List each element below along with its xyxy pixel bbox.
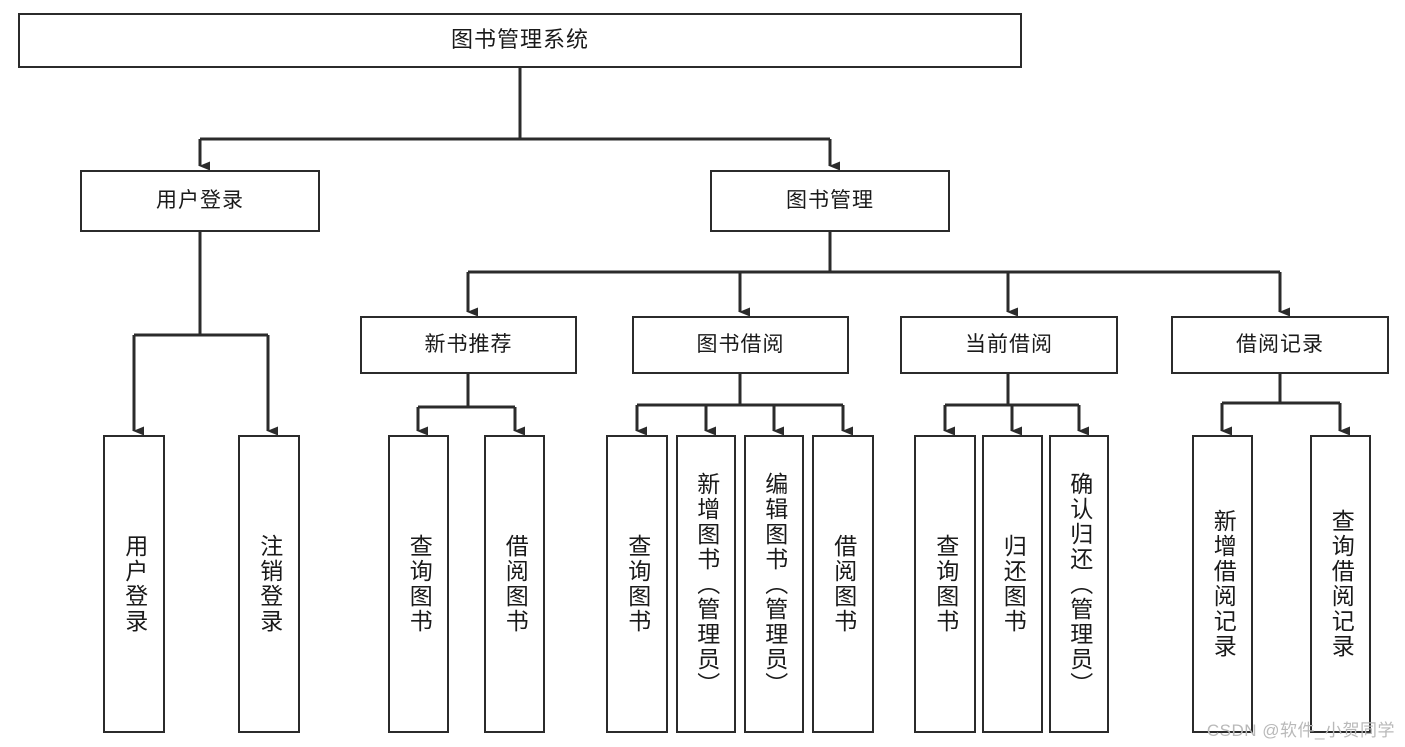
leaf-newbook-query-book[interactable]: 查询图书 xyxy=(388,435,449,733)
node-book-management[interactable]: 图书管理 xyxy=(710,170,950,232)
node-label: 当前借阅 xyxy=(965,333,1053,357)
leaf-borrow-query-book[interactable]: 查询图书 xyxy=(606,435,668,733)
node-book-borrow[interactable]: 图书借阅 xyxy=(632,316,849,374)
node-label: 用户登录 xyxy=(156,189,244,213)
leaf-newbook-borrow-book[interactable]: 借阅图书 xyxy=(484,435,545,733)
node-label: 查询图书 xyxy=(624,534,651,634)
node-label: 确认归还（管理员） xyxy=(1066,471,1093,697)
node-root-book-management-system[interactable]: 图书管理系统 xyxy=(18,13,1022,68)
node-label: 图书管理系统 xyxy=(450,27,589,53)
leaf-user-login[interactable]: 用户登录 xyxy=(103,435,165,733)
node-label: 编辑图书（管理员） xyxy=(761,471,788,697)
node-label: 新增图书（管理员） xyxy=(693,471,720,697)
leaf-record-add-borrow-record[interactable]: 新增借阅记录 xyxy=(1192,435,1253,733)
node-new-book-recommend[interactable]: 新书推荐 xyxy=(360,316,577,374)
node-label: 查询借阅记录 xyxy=(1328,509,1355,659)
leaf-record-query-borrow-record[interactable]: 查询借阅记录 xyxy=(1310,435,1371,733)
node-label: 新书推荐 xyxy=(424,333,513,357)
node-user-login[interactable]: 用户登录 xyxy=(80,170,320,232)
node-label: 借阅图书 xyxy=(830,534,857,634)
node-borrow-record[interactable]: 借阅记录 xyxy=(1171,316,1389,374)
leaf-current-query-book[interactable]: 查询图书 xyxy=(914,435,976,733)
leaf-borrow-add-book-admin[interactable]: 新增图书（管理员） xyxy=(676,435,736,733)
node-label: 借阅记录 xyxy=(1236,333,1324,357)
node-label: 注销登录 xyxy=(256,534,283,634)
leaf-borrow-edit-book-admin[interactable]: 编辑图书（管理员） xyxy=(744,435,804,733)
node-current-borrow[interactable]: 当前借阅 xyxy=(900,316,1118,374)
watermark-csdn: CSDN @软件_小贺同学 xyxy=(1206,721,1395,740)
node-label: 查询图书 xyxy=(406,534,433,634)
leaf-borrow-borrow-book[interactable]: 借阅图书 xyxy=(812,435,874,733)
leaf-logout[interactable]: 注销登录 xyxy=(238,435,300,733)
node-label: 用户登录 xyxy=(121,534,148,634)
leaf-current-return-book[interactable]: 归还图书 xyxy=(982,435,1043,733)
node-label: 归还图书 xyxy=(1000,534,1027,634)
node-label: 借阅图书 xyxy=(502,534,529,634)
leaf-current-confirm-return-admin[interactable]: 确认归还（管理员） xyxy=(1049,435,1109,733)
node-label: 查询图书 xyxy=(932,534,959,634)
node-label: 新增借阅记录 xyxy=(1210,509,1237,659)
node-label: 图书管理 xyxy=(786,189,874,213)
node-label: 图书借阅 xyxy=(696,333,785,357)
